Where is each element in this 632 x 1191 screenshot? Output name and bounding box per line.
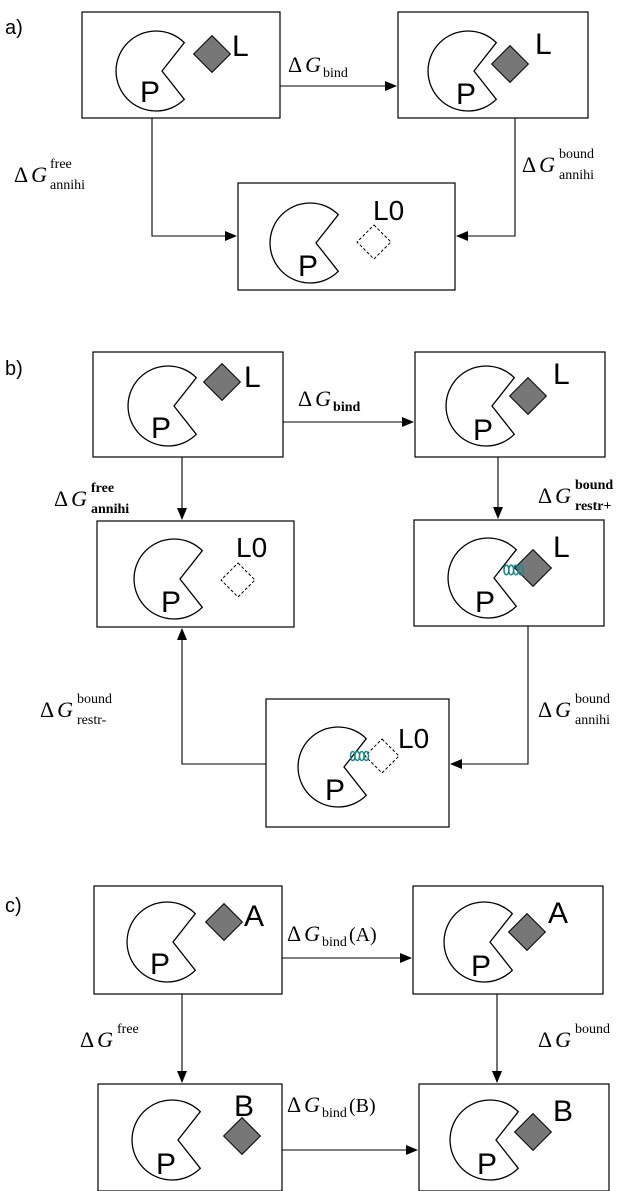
protein-label: P <box>456 78 476 111</box>
panel-a-state-free: P L <box>81 11 281 119</box>
ligand-label: A <box>244 900 264 933</box>
protein-label: P <box>298 250 318 283</box>
svg-text:ΔG: ΔG <box>538 483 571 508</box>
ligand-label: B <box>553 1095 573 1128</box>
arrow-annihi-bound <box>456 118 516 241</box>
arrow-annihi-bound <box>450 626 529 769</box>
svg-text:bound: bound <box>77 692 112 707</box>
svg-text:free: free <box>91 481 114 496</box>
svg-text:free: free <box>50 157 72 172</box>
svg-text:bound: bound <box>575 692 610 707</box>
svg-text:annihi: annihi <box>575 713 610 728</box>
panel-b-tag: b) <box>5 358 23 380</box>
ligand-diamond <box>508 376 548 416</box>
ligand-label: L0 <box>373 195 404 226</box>
panel-b-state-annihilated: P L0 <box>96 520 295 628</box>
svg-text:ΔG: ΔG <box>54 486 87 511</box>
svg-text:ΔG: ΔG <box>522 152 555 177</box>
ligand-label: L <box>535 28 552 61</box>
ligand-diamond <box>204 902 244 942</box>
svg-text:restr+: restr+ <box>575 499 611 514</box>
ligand-ghost-diamond <box>356 224 392 260</box>
panel-b-state-bound: P L <box>414 351 606 458</box>
panel-c-tag: c) <box>5 895 22 917</box>
svg-text:ΔG: ΔG <box>40 697 73 722</box>
ligand-diamond <box>513 1112 553 1152</box>
panel-a-tag: a) <box>5 17 23 39</box>
state-box <box>265 698 450 828</box>
state-box <box>414 351 606 458</box>
arrow-annihi-free <box>151 118 237 241</box>
panel-a-state-annihilated: P L0 <box>237 182 456 291</box>
svg-text:ΔG: ΔG <box>538 1027 571 1052</box>
svg-text:ΔG: ΔG <box>80 1027 113 1052</box>
state-box <box>418 1083 610 1191</box>
ligand-diamond <box>507 912 547 952</box>
ligand-label: L <box>232 30 249 63</box>
panel-a-state-bound: P L <box>397 11 589 119</box>
protein-label: P <box>473 414 493 447</box>
panel-c-state-bound-a: P A <box>412 885 604 995</box>
panel-c-state-bound-b: P B <box>418 1083 610 1191</box>
panel-c: c) P A P A P B <box>5 885 610 1191</box>
svg-text:ΔG: ΔG <box>538 697 571 722</box>
ligand-diamond <box>490 44 530 84</box>
panel-b-state-free: P L <box>92 351 284 458</box>
protein-label: P <box>151 412 171 445</box>
svg-text:bound: bound <box>575 478 613 493</box>
protein-label: P <box>161 586 181 619</box>
ligand-label: L0 <box>398 723 429 754</box>
ligand-label: L <box>244 361 261 394</box>
svg-text:annihi: annihi <box>50 178 85 193</box>
svg-text:free: free <box>117 1022 139 1037</box>
svg-text:restr-: restr- <box>77 713 107 728</box>
ligand-label: L <box>553 531 570 564</box>
state-box <box>412 885 604 995</box>
panel-c-state-free-b: P B <box>97 1083 283 1191</box>
protein-label: P <box>140 76 160 109</box>
svg-text:bound: bound <box>559 147 594 162</box>
panel-b-state-restrained-annihilated: P L0 <box>265 698 450 828</box>
protein-label: P <box>325 774 345 807</box>
ligand-label: A <box>548 897 568 930</box>
svg-text:bound: bound <box>575 1022 610 1037</box>
protein-label: P <box>477 1148 497 1181</box>
panel-c-state-free-a: P A <box>93 885 283 995</box>
svg-text:annihi: annihi <box>559 168 594 183</box>
panel-b-state-restrained: P L <box>413 519 605 627</box>
protein-label: P <box>156 1148 176 1181</box>
protein-label: P <box>471 950 491 983</box>
panel-a: a) P L P L P L0 <box>5 11 594 291</box>
ligand-label: L0 <box>236 532 267 563</box>
ligand-diamond <box>202 362 242 402</box>
ligand-label: L <box>553 358 570 391</box>
ligand-diamond <box>192 34 232 74</box>
protein-label: P <box>475 586 495 619</box>
arrow-restr-minus <box>177 628 266 765</box>
svg-text:ΔG: ΔG <box>14 162 47 187</box>
ligand-diamond <box>513 548 553 588</box>
ligand-diamond <box>222 1116 262 1156</box>
ligand-label: B <box>234 1090 254 1123</box>
panel-b: b) P L P L P L0 <box>5 351 613 828</box>
protein-label: P <box>150 948 170 981</box>
svg-text:annihi: annihi <box>91 502 129 517</box>
